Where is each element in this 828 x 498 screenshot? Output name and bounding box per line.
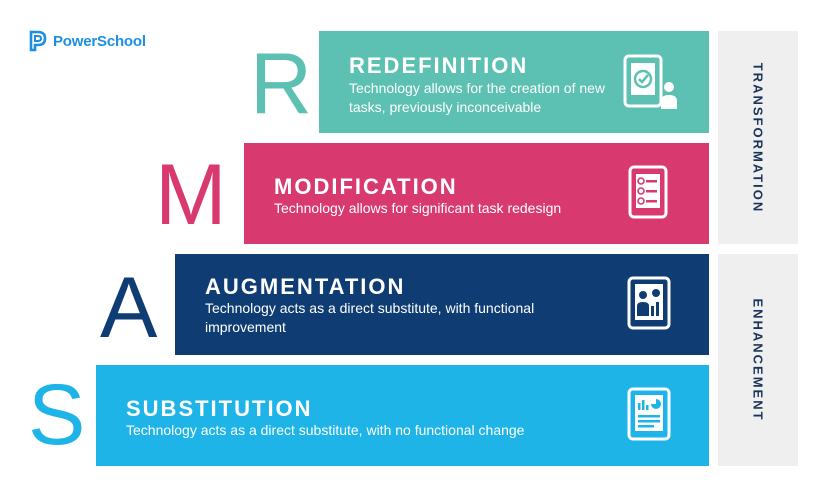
bar-redefinition: REDEFINITION Technology allows for the c… [319,31,709,133]
tablet-user-chart-icon [627,276,671,330]
tablet-checklist-icon [628,165,668,219]
augmentation-description: Technology acts as a direct substitute, … [205,300,535,335]
redefinition-description: Technology allows for the creation of ne… [349,80,606,115]
brand-name: PowerSchool [53,32,146,50]
letter-m: M [155,147,227,243]
augmentation-title: AUGMENTATION [205,274,406,299]
powerschool-logo: PowerSchool [28,30,146,52]
enhancement-label: ENHANCEMENT [750,298,766,422]
letter-r: R [250,36,313,132]
enhancement-panel: ENHANCEMENT [718,254,798,466]
tablet-document-chart-icon [627,387,671,441]
substitution-description: Technology acts as a direct substitute, … [126,422,525,438]
bar-augmentation: AUGMENTATION Technology acts as a direct… [175,254,709,355]
modification-title: MODIFICATION [274,174,458,199]
transformation-label: TRANSFORMATION [750,62,766,213]
bar-modification: MODIFICATION Technology allows for signi… [244,143,709,244]
letter-s: S [28,367,86,463]
powerschool-logo-icon [29,30,47,52]
redefinition-title: REDEFINITION [349,53,529,78]
modification-description: Technology allows for significant task r… [274,200,562,216]
tablet-checkmark-user-icon [623,54,677,109]
bar-substitution: SUBSTITUTION Technology acts as a direct… [96,365,709,466]
letter-a: A [100,260,158,356]
substitution-title: SUBSTITUTION [126,396,313,421]
transformation-panel: TRANSFORMATION [718,31,798,244]
